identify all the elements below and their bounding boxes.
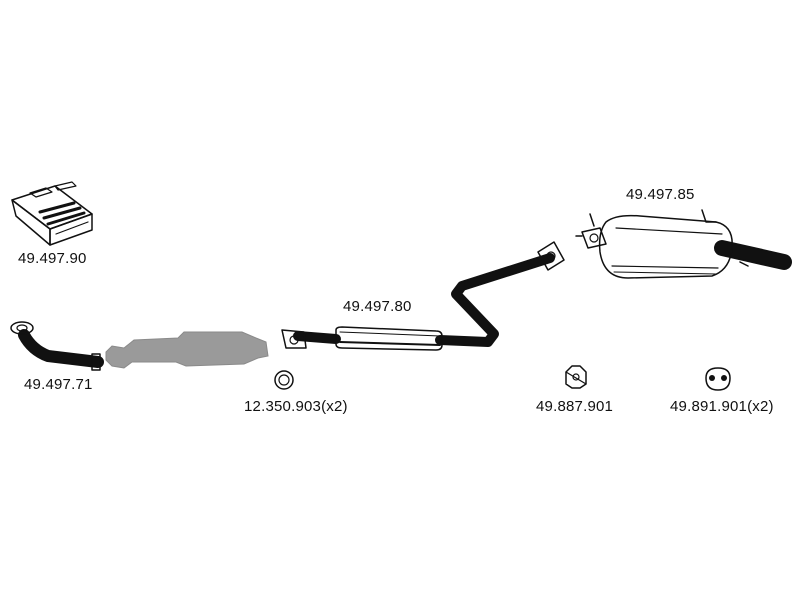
part-label-front-pipe: 49.497.71 [24, 376, 93, 393]
gasket-ring-icon [274, 370, 294, 390]
rubber-hanger-icon [705, 367, 731, 391]
catalytic-converter-icon [105, 331, 269, 369]
front-pipe-icon [10, 321, 104, 371]
rubber-hanger-icon [565, 365, 587, 389]
middle-silencer-icon [281, 241, 565, 351]
part-label-hanger-a: 49.887.901 [536, 398, 614, 415]
rear-silencer-icon [575, 209, 792, 279]
part-label-gasket: 12.350.903(x2) [244, 398, 348, 415]
mounting-kit-box-icon [11, 181, 93, 246]
part-label-mounting-kit: 49.497.90 [18, 250, 87, 267]
part-label-middle-silencer: 49.497.80 [343, 298, 412, 315]
part-label-rear-silencer: 49.497.85 [626, 186, 695, 203]
part-label-hanger-b: 49.891.901(x2) [670, 398, 774, 415]
